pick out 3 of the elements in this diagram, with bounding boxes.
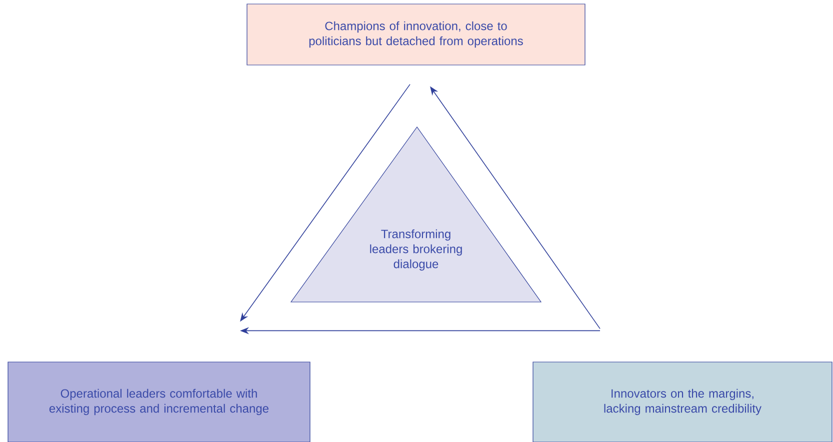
text-box: Operational leaders comfortable with existing process and incremental change bbox=[8, 362, 310, 442]
text-box: Champions of innovation, close to politicians but detached from operations bbox=[246, 4, 586, 66]
text-box: Innovators on the margins, lacking mainstream credibility bbox=[532, 362, 832, 442]
